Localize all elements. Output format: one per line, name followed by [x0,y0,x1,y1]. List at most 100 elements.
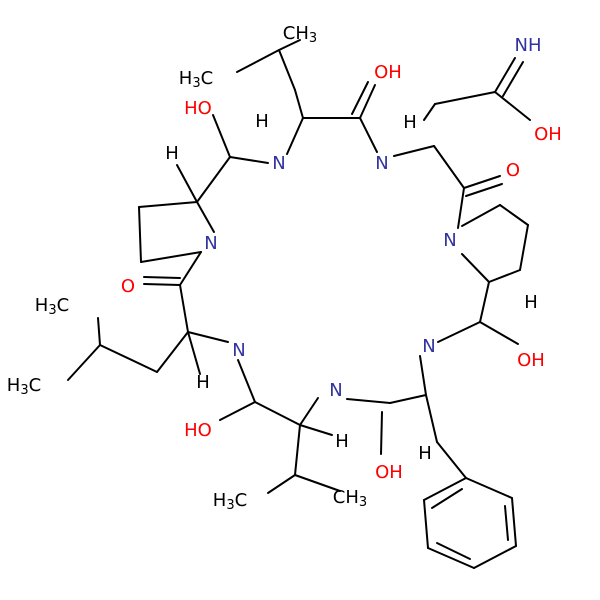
bond-line [419,355,427,396]
bond-line [461,204,501,227]
bond-line [479,321,519,345]
atom-label-oh-left-top: HO [184,98,212,119]
atom-symbol: CH [333,487,359,508]
bond-line [433,145,465,189]
bond-line [436,542,471,560]
bond-line [267,474,296,494]
bond-line [431,488,463,509]
bond-lines [67,39,531,569]
atom-label-h-phe: H [418,443,432,464]
bond-line [187,331,229,343]
bond-line [97,317,101,346]
bond-line [425,394,438,443]
atom-label-h-valine-top: H [255,111,269,132]
atom-subscript: 3 [309,31,317,46]
bond-line [286,117,304,155]
atom-label-oh-carbonyl-top: OH [374,62,402,83]
atom-symbol: CH [283,23,309,44]
bond-line [502,61,524,97]
bond-line [427,547,475,569]
bond-line [380,411,383,455]
bond-line [138,201,198,208]
bond-line [479,281,490,323]
bond-line [423,499,429,549]
bond-line [99,344,158,373]
atom-label-o-pro-right: O [506,160,520,181]
bond-line [237,359,256,403]
bond-line [463,175,501,189]
bond-line [278,39,301,51]
bond-line [473,545,517,569]
bond-line [143,283,181,286]
bond-line [457,187,465,229]
bond-line [434,91,496,105]
atom-tail: C [57,295,70,316]
bond-line [278,49,296,91]
bond-line [346,398,391,404]
bond-line [179,284,189,333]
atom-label-h3c-leu-bottom: H3C [7,375,41,398]
bond-line [389,394,427,404]
atom-symbol: N [329,380,342,401]
atom-label-nh-imine: NH [515,35,542,56]
atom-label-o-leu: O [121,276,135,297]
atom-label-n-leu: N [232,340,245,361]
bond-line [359,117,378,153]
atom-symbol: H [179,68,193,89]
atom-label-h3c-valine-top: H3C [179,68,213,91]
atom-symbol: O [121,276,135,297]
atom-symbol: HO [184,98,212,119]
atom-tail: C [235,490,248,511]
atom-label-ho-valine-bottom: HO [184,420,212,441]
bond-line [138,206,142,263]
bond-line [351,81,369,115]
atom-label-n-valine-bottom: N [329,380,342,401]
atom-symbol: H [403,112,417,133]
atom-label-h-pro-right: H [524,292,538,313]
atom-label-h3c-valine-bottom: H3C [213,490,247,513]
atom-label-oh-bottom: OH [375,462,403,483]
bond-line [196,201,215,233]
bond-line [423,103,436,121]
atom-label-h-asn: H [403,112,417,133]
atom-symbol: H [418,443,432,464]
atom-label-ch3-top: CH3 [283,23,317,46]
bond-line [494,57,516,93]
atom-label-n-pro-right: N [443,230,456,251]
atom-symbol: H [335,431,349,452]
bond-line [179,251,202,286]
bond-line [504,505,509,541]
atom-symbol: N [204,233,217,254]
bond-line [461,253,490,283]
bond-line [236,49,280,73]
atom-symbol: O [506,160,520,181]
bond-line [299,424,333,436]
atom-subscript: 3 [359,495,367,510]
bond-line [494,91,531,121]
atom-symbol: OH [375,462,403,483]
atom-subscript: 3 [226,498,234,513]
bond-line [393,145,435,157]
atom-label-oh-asn: OH [534,124,562,145]
bond-line [465,183,503,197]
atom-symbol: N [375,153,388,174]
bond-line [294,474,341,492]
bond-line [254,401,301,426]
atom-symbol: H [35,295,49,316]
atom-label-n-asn: N [375,153,388,174]
bond-line [67,344,101,381]
bond-line [423,477,467,501]
bond-line [187,331,201,375]
bond-line [156,331,189,373]
atom-label-n-phe: N [422,336,435,357]
bond-line [294,89,304,119]
bond-line [488,269,521,283]
bond-line [299,397,319,426]
atom-label-h3c-leu-top: H3C [35,295,69,318]
atom-symbol: H [524,292,538,313]
bond-line [196,156,231,203]
atom-symbol: NH [515,35,542,56]
bond-line [499,204,529,226]
bond-line [143,276,181,279]
